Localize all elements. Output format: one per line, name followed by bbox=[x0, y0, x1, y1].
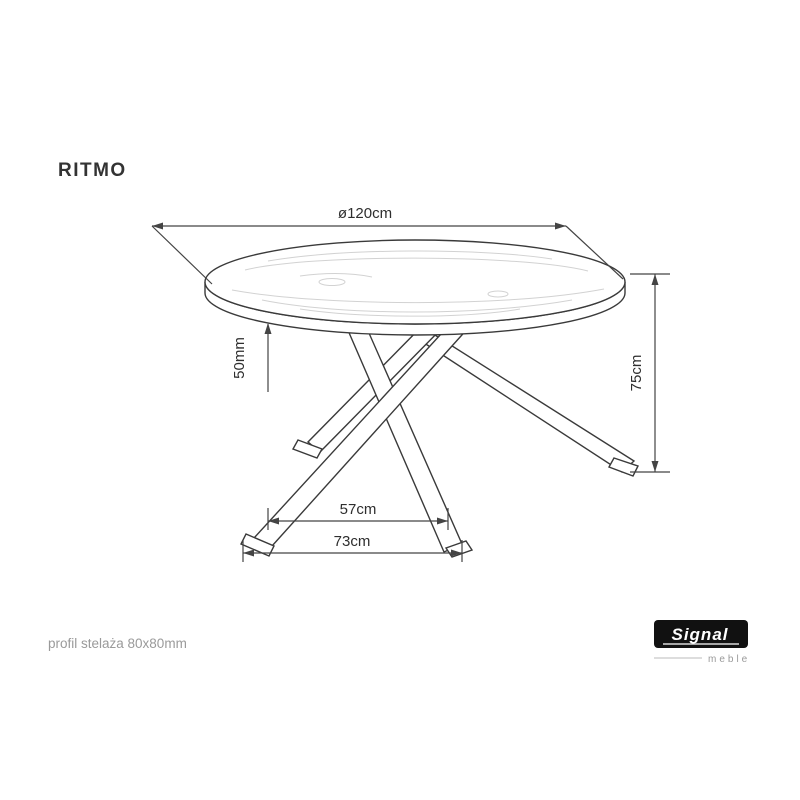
dimension-outer-width: 73cm bbox=[242, 533, 463, 562]
height-label: 75cm bbox=[628, 355, 645, 392]
dimension-inner-width: 57cm bbox=[267, 501, 449, 530]
table-front-legs bbox=[240, 321, 474, 558]
arrow-left-icon bbox=[243, 549, 254, 557]
rear-left-foot bbox=[291, 439, 324, 459]
logo-subtext: meble bbox=[708, 654, 750, 665]
arrow-left-icon bbox=[268, 517, 279, 525]
frame-profile-note: profil stelaża 80x80mm bbox=[48, 636, 187, 651]
arrow-down-icon bbox=[651, 461, 659, 472]
dimension-diameter: ø120cm bbox=[151, 205, 624, 285]
logo-text: Signal bbox=[671, 625, 728, 644]
logo-background bbox=[654, 620, 748, 648]
tabletop-surface bbox=[204, 239, 626, 325]
dimension-height: 75cm bbox=[628, 273, 670, 473]
diameter-label: ø120cm bbox=[338, 205, 392, 222]
dimension-thickness: 50mm bbox=[231, 323, 272, 392]
outer-width-label: 73cm bbox=[334, 533, 371, 550]
arrow-right-icon bbox=[555, 222, 566, 230]
table-drawing bbox=[204, 239, 639, 558]
product-title: RITMO bbox=[58, 160, 127, 181]
arrow-right-icon bbox=[437, 517, 448, 525]
arrow-left-icon bbox=[152, 222, 163, 230]
arrow-up-icon bbox=[264, 323, 272, 334]
brand-logo: Signal meble bbox=[654, 620, 750, 665]
arrow-right-icon bbox=[451, 549, 462, 557]
thickness-label: 50mm bbox=[231, 337, 248, 379]
inner-width-label: 57cm bbox=[340, 501, 377, 518]
arrow-up-icon bbox=[651, 274, 659, 285]
wood-grain bbox=[231, 250, 605, 317]
